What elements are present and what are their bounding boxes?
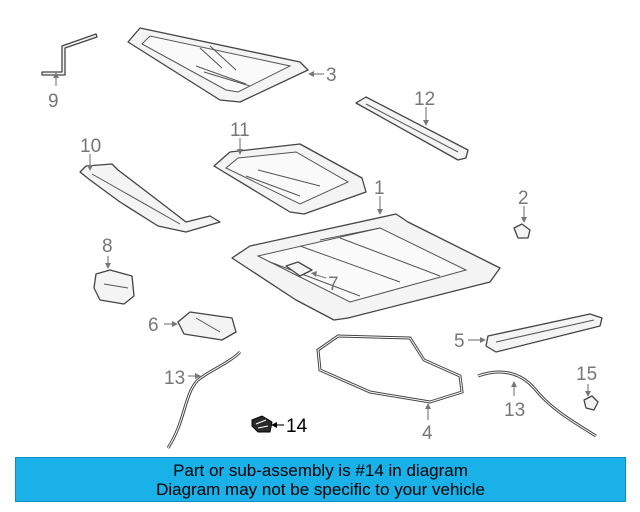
- callout-7: 7: [328, 274, 339, 295]
- callout-10: 10: [80, 136, 101, 157]
- callout-13b: 13: [504, 400, 525, 421]
- callout-9: 9: [48, 91, 59, 112]
- callout-4: 4: [422, 423, 433, 444]
- banner-line-1: Part or sub-assembly is #14 in diagram: [173, 461, 468, 480]
- callout-13b-arrow: [511, 381, 517, 387]
- callout-5-arrow: [480, 337, 486, 343]
- part-15-clip[interactable]: [583, 395, 599, 411]
- part-3-glass-panel[interactable]: [127, 27, 309, 103]
- part-6-drive-unit[interactable]: [177, 311, 237, 341]
- part-8-motor[interactable]: [93, 269, 135, 305]
- part-7-bracket[interactable]: [285, 261, 313, 277]
- info-banner: Part or sub-assembly is #14 in diagram D…: [15, 457, 626, 502]
- callout-13a: 13: [164, 368, 185, 389]
- callout-15-arrow: [585, 391, 591, 397]
- callout-14: 14: [286, 416, 308, 437]
- callout-1-arrow: [377, 209, 383, 215]
- callout-12-arrow: [423, 120, 429, 126]
- callout-10-arrow: [87, 165, 93, 171]
- parts-diagram-svg: 9 3 12 10 11: [41, 27, 603, 449]
- callout-11-arrow: [237, 149, 243, 155]
- callout-8-arrow: [105, 263, 111, 269]
- callout-9-arrow: [53, 72, 59, 78]
- part-4-seal[interactable]: [316, 334, 464, 404]
- callout-1: 1: [374, 178, 385, 199]
- callout-6-arrow: [172, 321, 178, 327]
- part-12-rail[interactable]: [355, 96, 469, 161]
- callout-15: 15: [576, 364, 597, 385]
- callout-13a-arrow: [195, 373, 201, 379]
- part-14-highlighted[interactable]: [251, 415, 273, 433]
- callout-2: 2: [518, 188, 529, 209]
- callout-6: 6: [148, 315, 159, 336]
- callout-2-arrow: [521, 217, 527, 223]
- callout-7-arrow: [311, 271, 317, 277]
- part-10-deflector[interactable]: [79, 163, 221, 233]
- part-9-rod[interactable]: [41, 33, 98, 76]
- callout-12: 12: [414, 89, 435, 110]
- part-1-housing[interactable]: [231, 213, 501, 321]
- callout-4-arrow: [425, 403, 431, 409]
- parts-diagram: 9 3 12 10 11: [41, 27, 603, 449]
- part-2-clip[interactable]: [513, 223, 531, 239]
- banner-line-2: Diagram may not be specific to your vehi…: [156, 480, 485, 499]
- callout-8: 8: [102, 236, 113, 257]
- callout-3: 3: [326, 65, 337, 86]
- part-5-side-rail[interactable]: [485, 313, 603, 353]
- callout-3-arrow: [308, 71, 314, 77]
- part-13-drain-hose-left[interactable]: [166, 350, 242, 449]
- callout-5: 5: [454, 331, 465, 352]
- part-11-frame[interactable]: [213, 143, 367, 215]
- callout-14-arrow: [271, 422, 277, 428]
- callout-11: 11: [230, 120, 250, 141]
- callout-7-leader: [315, 274, 327, 279]
- part-13-drain-hose-right[interactable]: [477, 370, 597, 438]
